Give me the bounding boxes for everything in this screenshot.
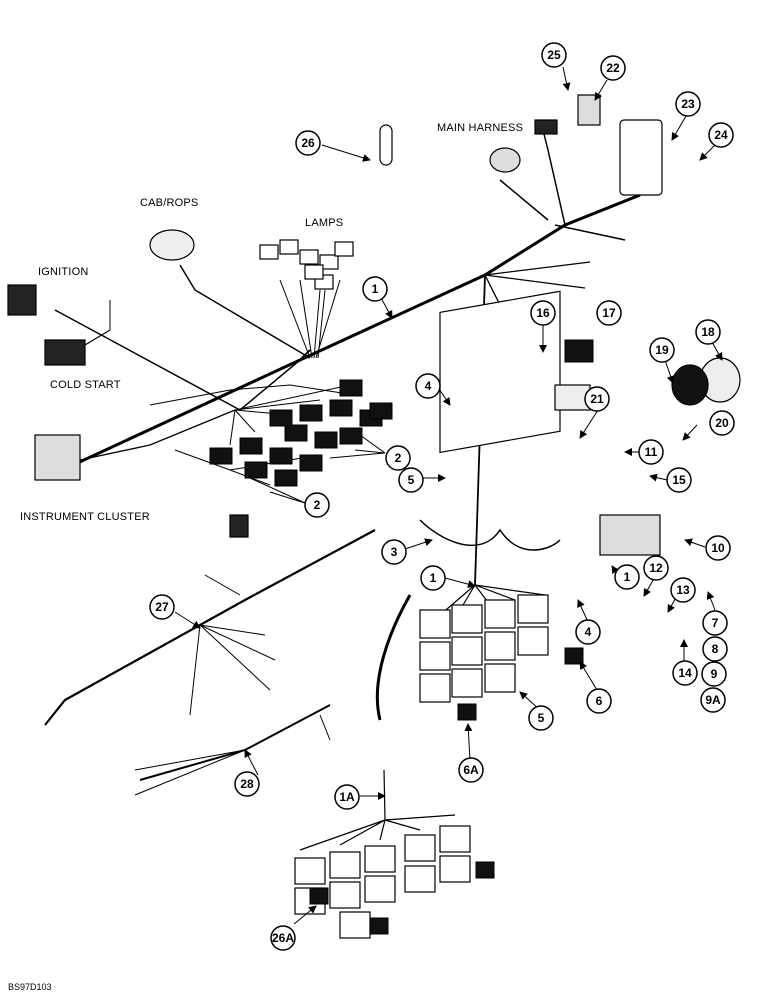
connectors	[7, 94, 741, 556]
instrument-cluster-label: INSTRUMENT CLUSTER	[20, 511, 150, 523]
svg-text:6A: 6A	[463, 763, 479, 777]
svg-text:7: 7	[712, 616, 719, 630]
svg-text:1A: 1A	[339, 790, 355, 804]
svg-text:26A: 26A	[272, 931, 294, 945]
svg-text:8: 8	[712, 642, 719, 656]
callout-6a: 6A	[458, 757, 484, 783]
main-harness-label: MAIN HARNESS	[437, 122, 523, 134]
svg-text:14: 14	[678, 666, 692, 680]
svg-text:27: 27	[155, 600, 169, 614]
svg-text:9: 9	[711, 667, 718, 681]
callout-25: 25	[541, 42, 567, 68]
callout-23: 23	[675, 91, 701, 117]
lamps-label: LAMPS	[305, 217, 343, 229]
callout-8: 8	[702, 636, 728, 662]
figure-code: BS97D103	[8, 982, 52, 992]
relay-17	[564, 339, 594, 363]
callout-10: 10	[705, 535, 731, 561]
svg-text:28: 28	[240, 777, 254, 791]
relay-block-upper	[419, 584, 549, 703]
callout-9a: 9A	[700, 687, 726, 713]
callout-17: 17	[596, 300, 622, 326]
callout-22: 22	[600, 55, 626, 81]
svg-text:1: 1	[372, 282, 379, 296]
leader-lines	[174, 66, 723, 925]
callout-24: 24	[708, 122, 734, 148]
callout-12: 12	[643, 555, 669, 581]
relay-cubes	[209, 339, 594, 935]
callouts: 25 22 23 24 26 1 16 17 18 19 4 21 20 11 …	[149, 42, 735, 951]
svg-text:16: 16	[536, 306, 550, 320]
callout-16: 16	[530, 300, 556, 326]
svg-text:23: 23	[681, 97, 695, 111]
callout-6: 6	[586, 688, 612, 714]
callout-26: 26	[295, 130, 321, 156]
callout-5-mid: 5	[528, 705, 554, 731]
callout-1-mid: 1	[420, 565, 446, 591]
svg-text:25: 25	[547, 48, 561, 62]
callout-15: 15	[666, 467, 692, 493]
harness-27	[44, 529, 376, 796]
callout-4-top: 4	[415, 373, 441, 399]
callout-4-mid: 4	[575, 619, 601, 645]
svg-text:19: 19	[655, 343, 669, 357]
svg-text:4: 4	[425, 379, 432, 393]
svg-text:12: 12	[649, 561, 663, 575]
callout-1a: 1A	[334, 784, 360, 810]
cab-rops-label: CAB/ROPS	[140, 197, 198, 209]
callout-21: 21	[584, 386, 610, 412]
svg-text:1: 1	[624, 570, 631, 584]
callout-7: 7	[702, 610, 728, 636]
svg-text:21: 21	[590, 392, 604, 406]
svg-text:5: 5	[538, 711, 545, 725]
callout-5-top: 5	[398, 467, 424, 493]
curved-divider	[375, 594, 412, 721]
svg-text:13: 13	[676, 583, 690, 597]
svg-text:2: 2	[314, 498, 321, 512]
svg-text:10: 10	[711, 541, 725, 555]
cold-start-label: COLD START	[50, 379, 121, 391]
svg-text:22: 22	[606, 61, 620, 75]
callout-13: 13	[670, 577, 696, 603]
callout-14: 14	[672, 660, 698, 686]
callout-27: 27	[149, 594, 175, 620]
callout-9: 9	[701, 661, 727, 687]
callout-2-right: 2	[385, 445, 411, 471]
svg-text:1: 1	[430, 571, 437, 585]
callout-1-right: 1	[614, 564, 640, 590]
callout-18: 18	[695, 319, 721, 345]
callout-2-left: 2	[304, 492, 330, 518]
callout-11: 11	[638, 439, 664, 465]
svg-text:4: 4	[585, 625, 592, 639]
svg-text:11: 11	[645, 445, 658, 459]
svg-text:6: 6	[596, 694, 603, 708]
callout-1-top: 1	[362, 276, 388, 302]
svg-text:2: 2	[395, 451, 402, 465]
svg-text:9A: 9A	[705, 693, 721, 707]
callout-28: 28	[234, 771, 260, 797]
svg-text:17: 17	[602, 306, 616, 320]
svg-text:24: 24	[714, 128, 728, 142]
callout-19: 19	[649, 337, 675, 363]
svg-text:5: 5	[408, 473, 415, 487]
ignition-label: IGNITION	[38, 266, 89, 278]
svg-text:18: 18	[701, 325, 715, 339]
callout-20: 20	[709, 410, 735, 436]
callout-26a: 26A	[270, 925, 296, 951]
callout-3: 3	[381, 539, 407, 565]
svg-text:15: 15	[672, 473, 686, 487]
svg-text:26: 26	[301, 136, 315, 150]
svg-text:20: 20	[715, 416, 729, 430]
svg-text:3: 3	[391, 545, 398, 559]
